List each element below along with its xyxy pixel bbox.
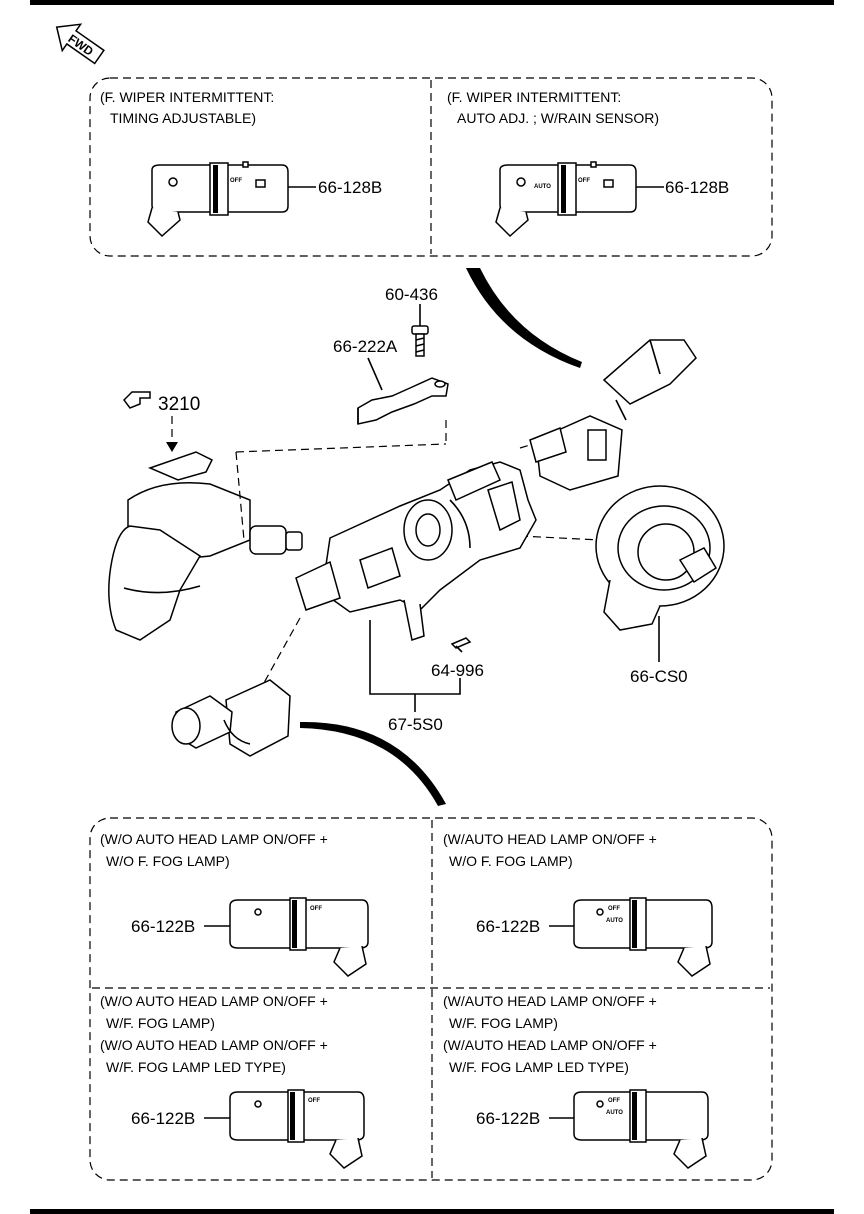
lamp-bl-off-text: OFF <box>308 1098 320 1104</box>
wiper-pointer-arc <box>466 268 582 368</box>
reference-arrow-icon <box>166 442 178 452</box>
bracket-part-number: 66-222A <box>333 337 398 356</box>
wiper-right-off-text: OFF <box>578 178 590 184</box>
lamp-options-box <box>89 817 773 1181</box>
lamp-bl-caption-4: W/F. FOG LAMP LED TYPE) <box>106 1059 286 1075</box>
lamp-tl-part-number: 66-122B <box>131 917 195 936</box>
wiper-right-caption-1: (F. WIPER INTERMITTENT: <box>447 89 621 105</box>
screw-icon <box>450 637 472 653</box>
wiper-switch-right-icon: OFF AUTO <box>495 161 637 238</box>
wiper-right-caption-2: AUTO ADJ. ; W/RAIN SENSOR) <box>457 110 659 126</box>
assembly-part-number: 67-5S0 <box>388 715 443 734</box>
lamp-bl-part-number: 66-122B <box>131 1109 195 1128</box>
bolt-icon <box>411 325 429 357</box>
bolt-part-number: 60-436 <box>385 285 438 304</box>
wiper-options-box <box>89 77 773 257</box>
lamp-tr-caption-1: (W/AUTO HEAD LAMP ON/OFF + <box>443 831 657 847</box>
lamp-bl-caption-3: (W/O AUTO HEAD LAMP ON/OFF + <box>100 1037 328 1053</box>
hand-pointer-icon <box>123 391 151 409</box>
bracket-icon <box>357 377 449 425</box>
wiper-switch-left-icon: OFF <box>147 161 289 238</box>
headlamp-switch-tl-icon: OFF <box>229 897 369 977</box>
wiper-right-part-number: 66-128B <box>665 178 729 197</box>
lamp-br-caption-1: (W/AUTO HEAD LAMP ON/OFF + <box>443 993 657 1009</box>
combination-switch-body-icon <box>295 461 537 641</box>
top-border <box>30 0 834 5</box>
headlamp-switch-tr-icon: OFF AUTO <box>573 897 713 977</box>
lamp-tl-off-text: OFF <box>310 906 322 912</box>
lamp-br-off-text: OFF <box>608 1098 620 1104</box>
fwd-arrow-icon: FWD <box>55 23 105 65</box>
lamp-br-caption-3: (W/AUTO HEAD LAMP ON/OFF + <box>443 1037 657 1053</box>
lamp-tr-caption-2: W/O F. FOG LAMP) <box>449 853 573 869</box>
wiper-left-caption-1: (F. WIPER INTERMITTENT: <box>100 89 274 105</box>
screw-part-number: 64-996 <box>431 661 484 680</box>
headlamp-lever-icon <box>171 679 291 757</box>
lamp-tr-part-number: 66-122B <box>476 917 540 936</box>
lamp-tl-caption-2: W/O F. FOG LAMP) <box>106 853 230 869</box>
reference-part-number: 3210 <box>158 394 200 415</box>
wiper-right-auto-text: AUTO <box>534 184 551 190</box>
lamp-bl-caption-2: W/F. FOG LAMP) <box>106 1015 215 1031</box>
lamp-tr-off-text: OFF <box>608 906 620 912</box>
wiper-left-off-text: OFF <box>230 178 242 184</box>
wiper-lever-icon <box>529 339 697 491</box>
lamp-br-part-number: 66-122B <box>476 1109 540 1128</box>
lamp-bl-caption-1: (W/O AUTO HEAD LAMP ON/OFF + <box>100 993 328 1009</box>
steering-column-cover-icon <box>108 451 303 641</box>
lamp-tr-auto-text: AUTO <box>606 918 623 924</box>
lamp-tl-caption-1: (W/O AUTO HEAD LAMP ON/OFF + <box>100 831 328 847</box>
headlamp-switch-br-icon: OFF AUTO <box>573 1089 709 1169</box>
wiper-left-part-number: 66-128B <box>318 178 382 197</box>
clock-spring-part-number: 66-CS0 <box>630 667 688 686</box>
lamp-br-auto-text: AUTO <box>606 1110 623 1116</box>
wiper-left-caption-2: TIMING ADJUSTABLE) <box>110 110 256 126</box>
headlamp-switch-bl-icon: OFF <box>229 1089 365 1169</box>
clock-spring-icon <box>595 485 725 631</box>
lamp-br-caption-2: W/F. FOG LAMP) <box>449 1015 558 1031</box>
lamp-br-caption-4: W/F. FOG LAMP LED TYPE) <box>449 1059 629 1075</box>
lamp-pointer-arc <box>300 721 446 806</box>
bottom-border <box>30 1209 834 1214</box>
